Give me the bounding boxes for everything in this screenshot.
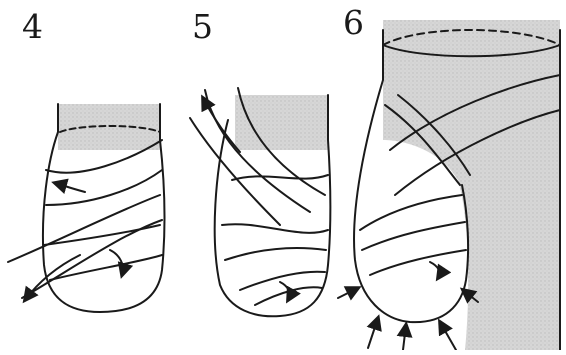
bandage-strip-b xyxy=(362,222,465,250)
step-6-illustration xyxy=(338,20,560,350)
step-number-6: 6 xyxy=(343,6,364,39)
stump-top-shading xyxy=(58,104,160,150)
step-number-5: 5 xyxy=(192,10,213,43)
arrow-curl xyxy=(280,282,290,300)
arrow-left-upper xyxy=(55,183,85,192)
step-4-illustration xyxy=(8,104,164,312)
bandage-wrap-1 xyxy=(44,225,160,245)
arrow-pressure-1 xyxy=(338,288,358,298)
arrow-curl xyxy=(430,262,440,278)
bandage-band-lower xyxy=(222,224,328,233)
step-5-illustration xyxy=(190,88,330,316)
arrow-down-left xyxy=(25,255,80,300)
bandage-wrap-1 xyxy=(225,248,326,260)
bandage-band-upper xyxy=(232,175,328,180)
arrow-pressure-4 xyxy=(440,322,456,350)
arrow-pressure-2 xyxy=(368,318,378,348)
bandage-strip-a xyxy=(8,195,160,262)
bandage-band-lower xyxy=(46,170,162,205)
arrow-curl xyxy=(110,250,123,275)
trunk-shading xyxy=(383,20,560,350)
step-number-4: 4 xyxy=(22,10,43,43)
stump-top-shading xyxy=(235,95,328,150)
bandage-strip-c xyxy=(370,250,466,275)
bandage-wrap-2 xyxy=(50,255,162,280)
arrow-pressure-3 xyxy=(403,325,406,350)
